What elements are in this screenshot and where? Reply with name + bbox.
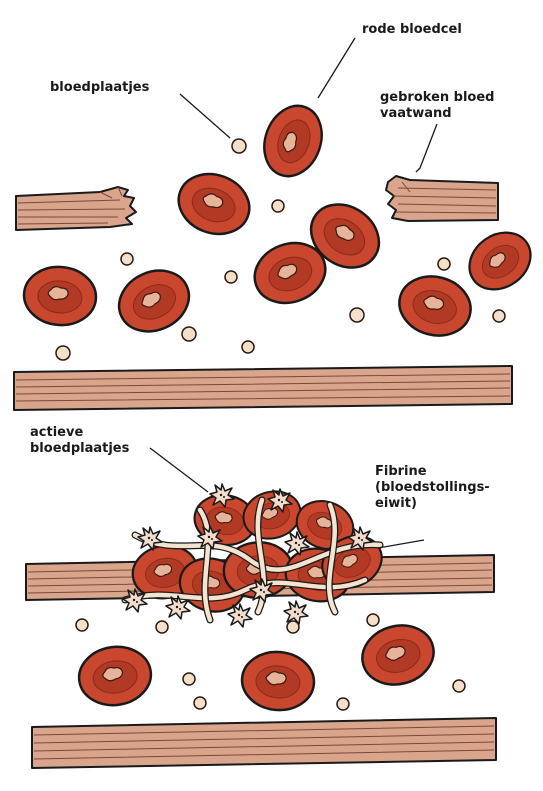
vessel-wall-bottom: [31, 717, 497, 769]
platelets: [75, 613, 466, 711]
label-fibrin-line3: eiwit): [375, 496, 417, 511]
vessel-wall-lower: [13, 365, 513, 411]
leader-active-platelets: [149, 447, 209, 493]
fibrin-strands: [121, 496, 384, 624]
label-fibrin-line2: (bloedstollings-: [375, 480, 490, 495]
label-red-blood-cell: rode bloedcel: [362, 22, 462, 37]
label-broken-wall-line1: gebroken bloed: [380, 90, 495, 105]
red-blood-cell: [354, 616, 442, 694]
clot-scene: [25, 447, 497, 769]
red-blood-cell: [238, 647, 318, 715]
broken-vessel-scene: [13, 37, 543, 411]
leader-platelets: [179, 93, 231, 139]
red-blood-cell: [20, 262, 100, 330]
red-blood-cell: [74, 641, 156, 711]
leader-fibrin: [377, 539, 425, 549]
leader-broken-wall: [415, 123, 438, 173]
red-blood-cell: [457, 219, 543, 303]
label-broken-wall-line2: vaatwand: [380, 106, 452, 121]
label-active-platelets-line1: actieve: [30, 425, 84, 440]
broken-wall-left: [15, 186, 137, 231]
label-platelets: bloedplaatjes: [50, 80, 150, 95]
red-blood-cell: [391, 267, 479, 345]
label-active-platelets-line2: bloedplaatjes: [30, 441, 130, 456]
red-blood-cell: [169, 163, 259, 245]
leader-red-blood-cell: [317, 37, 356, 99]
broken-wall-right: [385, 175, 499, 222]
red-blood-cell: [253, 96, 333, 186]
platelets: [55, 138, 506, 361]
label-fibrin-line1: Fibrine: [375, 464, 427, 479]
